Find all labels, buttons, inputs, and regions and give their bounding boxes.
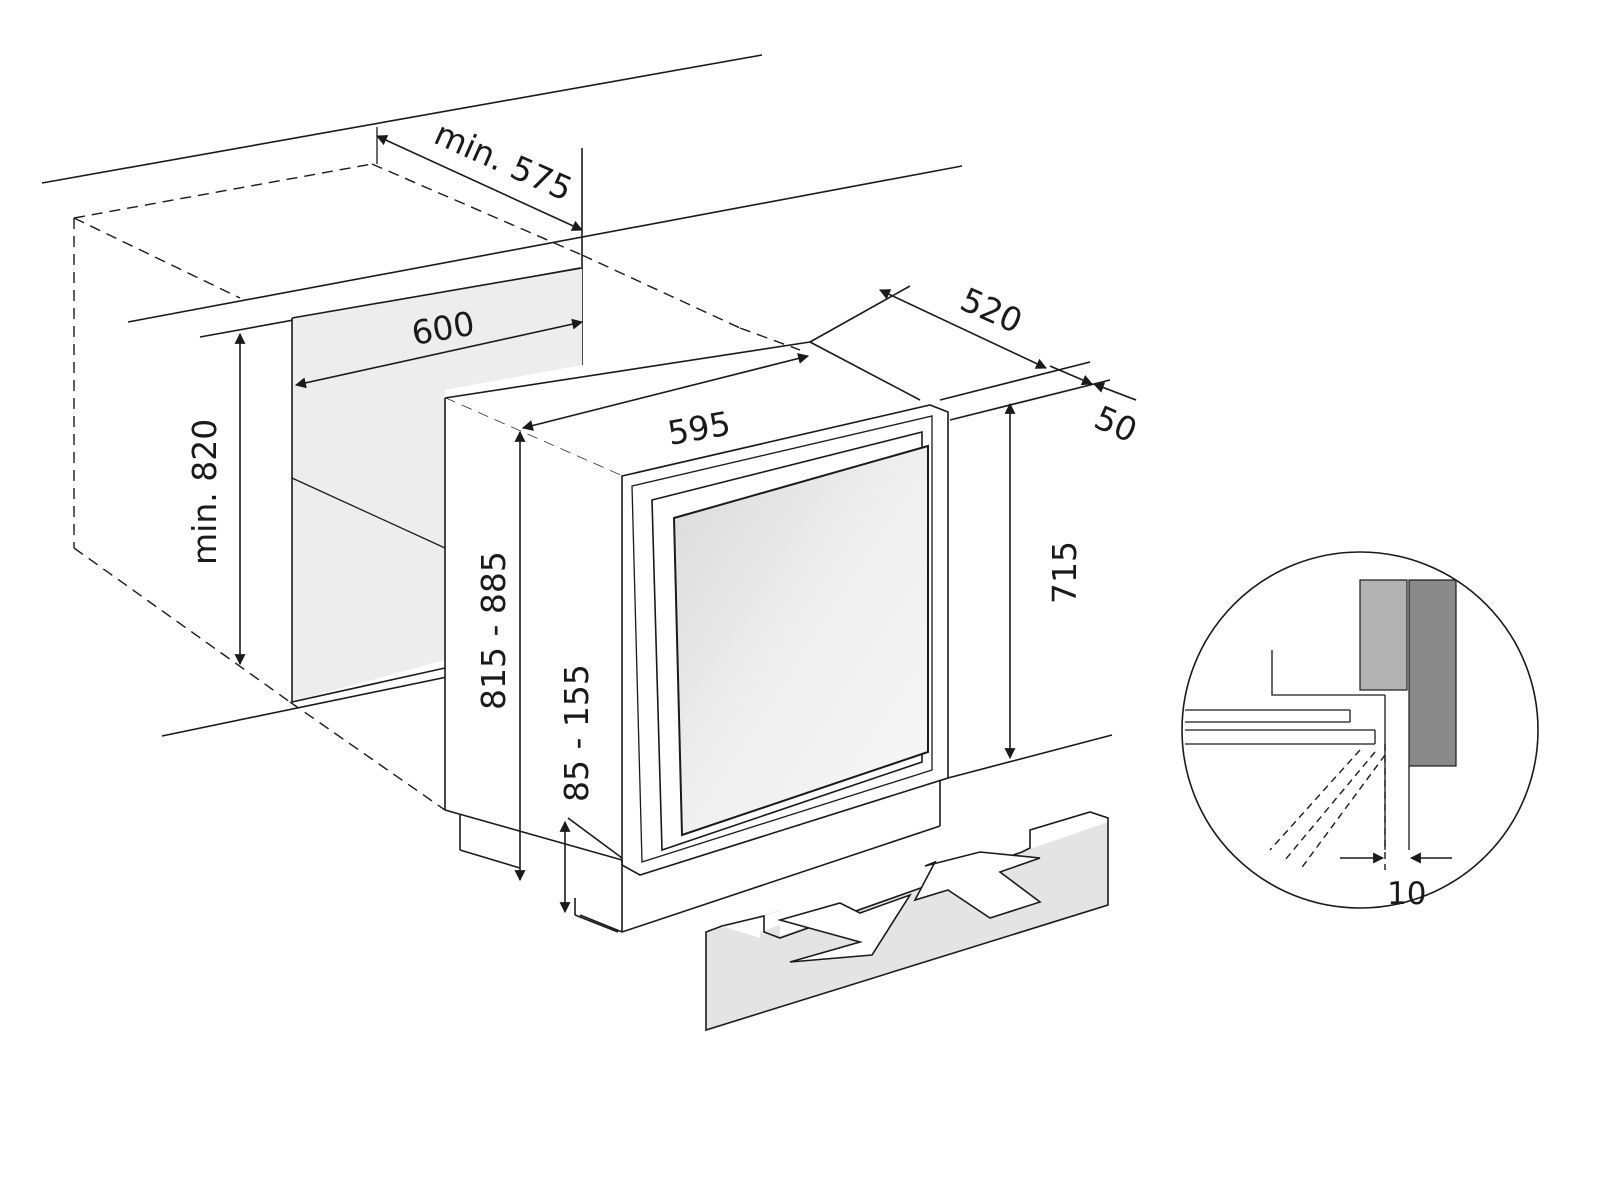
appliance-height-range-label: 815 - 885 — [474, 551, 513, 710]
airflow-out-arrow-icon — [777, 893, 912, 963]
detail-cabinet-door-panel — [1359, 579, 1408, 691]
door-thickness-label: 50 — [1089, 398, 1143, 451]
plinth-height-range-label: 85 - 155 — [557, 664, 596, 802]
adjacent-cabinet-lines — [939, 361, 1113, 779]
detail-gap-label: 10 — [1387, 876, 1426, 912]
door-glass-panel — [672, 444, 929, 837]
niche-outline — [73, 163, 741, 811]
niche-height-label: min. 820 — [185, 419, 224, 565]
dimension-lines — [234, 127, 1137, 914]
appliance-depth-label: 520 — [955, 280, 1028, 341]
detail-appliance-door-panel — [1408, 579, 1457, 767]
ventilation-kickplate — [705, 811, 1109, 1032]
appliance-door — [621, 404, 949, 876]
door-height-label: 715 — [1045, 541, 1084, 604]
airflow-in-arrow-icon — [913, 851, 1042, 919]
door-gap-detail: 10 — [1181, 551, 1539, 912]
